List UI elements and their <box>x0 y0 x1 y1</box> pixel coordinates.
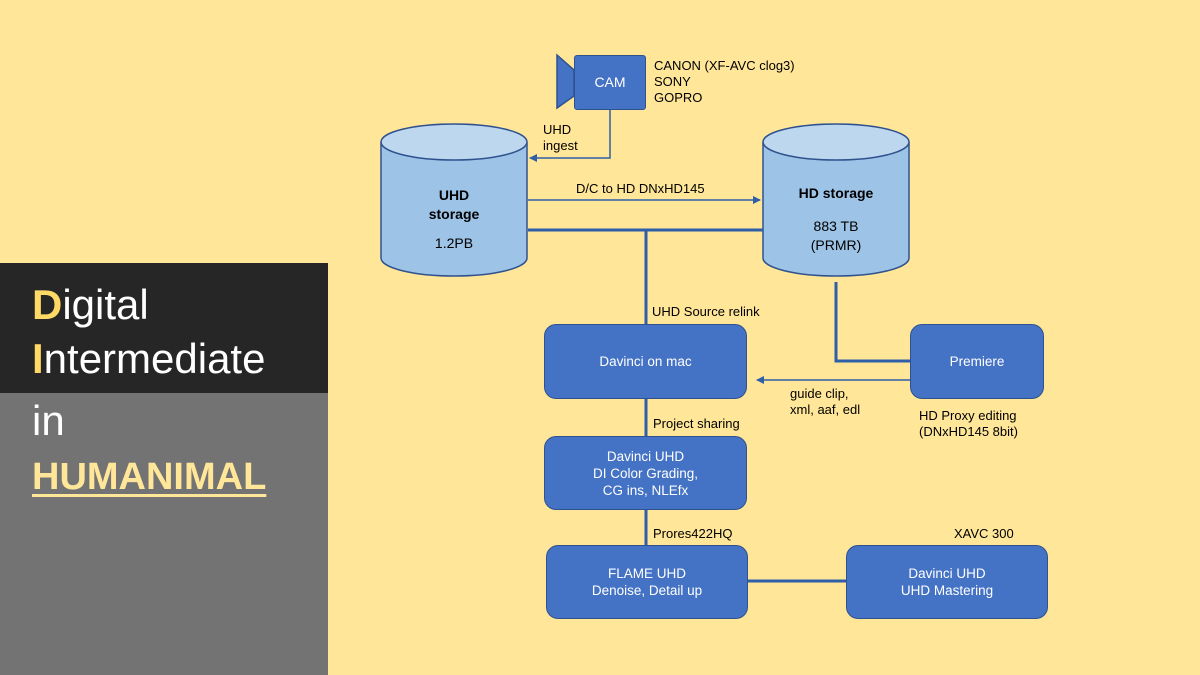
title-panel-gray <box>0 393 328 675</box>
davinci-uhd-mastering-node: Davinci UHD UHD Mastering <box>846 545 1048 619</box>
title-line-3: in <box>32 397 65 444</box>
flame-uhd-node: FLAME UHD Denoise, Detail up <box>546 545 748 619</box>
hd-storage-sub: (PRMR) <box>810 237 862 253</box>
cam-label: CAM <box>594 74 626 90</box>
xavc-label: XAVC 300 <box>954 526 1014 541</box>
title-humanimal: HUMANIMAL <box>32 456 267 498</box>
uhd-source-relink-label: UHD Source relink <box>652 304 760 319</box>
uhd-ingest-line-2: ingest <box>543 138 578 153</box>
uhd-ingest-line-1: UHD <box>543 122 572 137</box>
hd-storage-text: HD storage 883 TB (PRMR) <box>763 184 909 255</box>
uhd-storage-name-2: storage <box>428 206 480 222</box>
line-hd-to-premiere <box>834 282 910 363</box>
flame-line-1: FLAME UHD <box>607 566 686 581</box>
uhd-ingest-label: UHD ingest <box>543 122 578 154</box>
uhd-storage-cylinder <box>380 123 528 277</box>
camera-lens-icon <box>556 53 575 110</box>
davinci-uhd-grading-line-1: Davinci UHD <box>606 448 685 464</box>
camera-canon: CANON (XF-AVC clog3) <box>654 58 795 73</box>
davinci-on-mac-node: Davinci on mac <box>544 324 747 399</box>
title-initial-d: D <box>32 281 63 328</box>
prores-label: Prores422HQ <box>653 526 733 541</box>
arrow-uhd-ingest <box>529 110 611 162</box>
title-initial-i: I <box>32 335 44 382</box>
hd-proxy-line-2: (DNxHD145 8bit) <box>919 424 1018 439</box>
uhd-storage-text: UHD storage 1.2PB <box>381 186 527 253</box>
davinci-uhd-mastering-line-2: UHD Mastering <box>900 583 994 598</box>
cam-node: CAM <box>574 55 646 110</box>
camera-list: CANON (XF-AVC clog3) SONY GOPRO <box>654 58 795 106</box>
premiere-label: Premiere <box>949 354 1005 369</box>
title-line-2: Intermediate <box>32 334 265 384</box>
title-panel-dark <box>0 263 328 393</box>
davinci-uhd-grading-node: Davinci UHD DI Color Grading, CG ins, NL… <box>544 436 747 510</box>
project-sharing-label: Project sharing <box>653 416 740 431</box>
guide-clip-label: guide clip, xml, aaf, edl <box>790 386 860 418</box>
title-line-1: Digital <box>32 280 149 330</box>
hd-proxy-line-1: HD Proxy editing <box>919 408 1017 423</box>
camera-gopro: GOPRO <box>654 90 703 105</box>
flame-line-2: Denoise, Detail up <box>591 583 703 598</box>
hd-proxy-label: HD Proxy editing (DNxHD145 8bit) <box>919 408 1018 440</box>
camera-sony: SONY <box>654 74 691 89</box>
davinci-uhd-grading-line-3: CG ins, NLEfx <box>602 482 689 498</box>
davinci-uhd-mastering-line-1: Davinci UHD <box>908 566 986 581</box>
hd-storage-size: 883 TB <box>813 218 859 234</box>
guide-clip-line-2: xml, aaf, edl <box>790 402 861 417</box>
uhd-storage-size: 1.2PB <box>434 235 474 251</box>
uhd-storage-name-1: UHD <box>438 187 470 203</box>
guide-clip-line-1: guide clip, <box>790 386 849 401</box>
davinci-on-mac-label: Davinci on mac <box>599 354 692 369</box>
premiere-node: Premiere <box>910 324 1044 399</box>
hd-storage-name: HD storage <box>798 185 874 201</box>
title-word-ntermediate: ntermediate <box>43 335 266 382</box>
dc-to-hd-label: D/C to HD DNxHD145 <box>576 181 705 196</box>
title-word-igital: igital <box>62 281 149 328</box>
davinci-uhd-grading-line-2: DI Color Grading, <box>592 465 699 481</box>
hd-storage-cylinder <box>762 123 910 277</box>
